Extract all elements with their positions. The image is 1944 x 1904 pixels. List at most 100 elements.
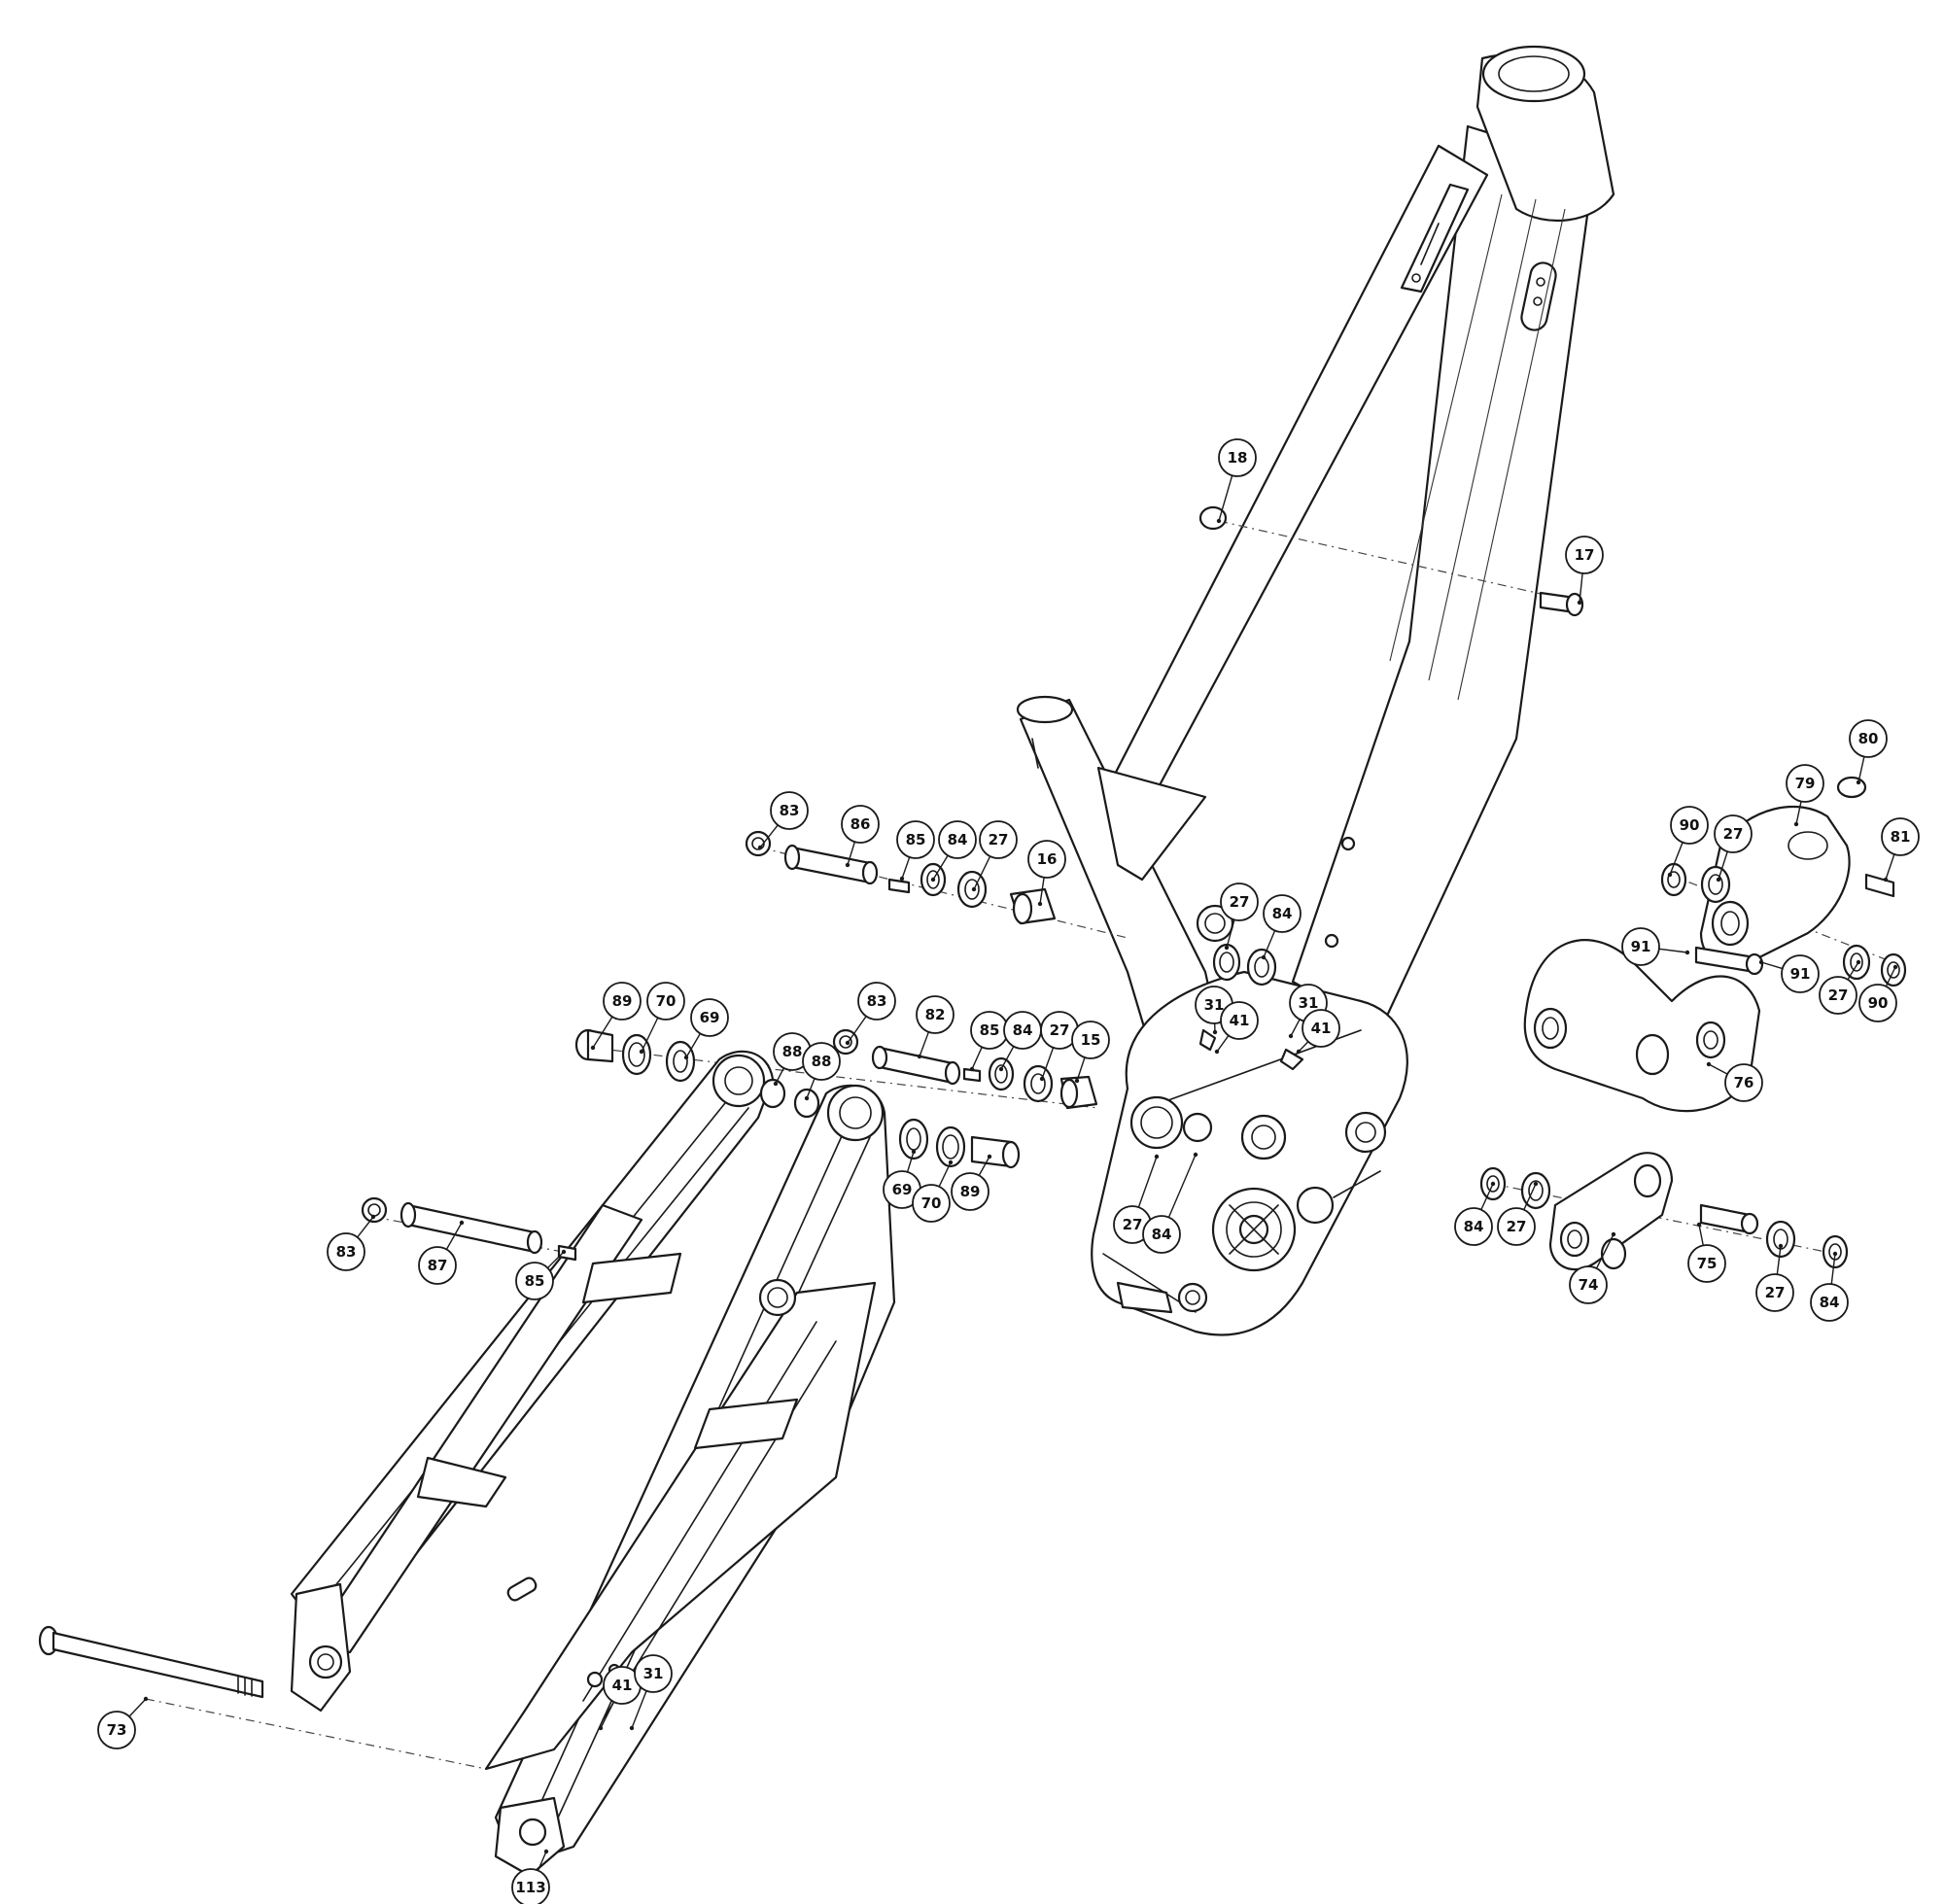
callout-leader-line — [1595, 1233, 1614, 1269]
callout-leader-line — [901, 856, 911, 880]
callout-70: 70 — [639, 982, 685, 1055]
callout-leader-line — [1885, 966, 1896, 987]
callout-number: 83 — [336, 1243, 357, 1261]
callout-leader-tip — [917, 1054, 922, 1059]
callout-leader-tip — [1216, 518, 1222, 524]
callout-leader-line — [1795, 801, 1802, 825]
callout-90: 90 — [1667, 806, 1709, 878]
callout-15: 15 — [1071, 1021, 1110, 1084]
callout-16: 16 — [1027, 840, 1066, 907]
callout-leader-tip — [629, 1725, 635, 1731]
callout-leader-line — [1776, 1245, 1782, 1275]
callout-leader-line — [775, 1067, 784, 1085]
callout-leader-tip — [757, 845, 763, 850]
callout-leader-line — [1480, 1183, 1494, 1210]
callout-leader-tip — [773, 1081, 779, 1087]
callout-circle — [1569, 1265, 1608, 1304]
callout-circle — [1881, 817, 1920, 856]
callout-84: 84 — [930, 820, 977, 883]
callout-leader-line — [1708, 1063, 1728, 1075]
callout-number: 70 — [921, 1194, 942, 1212]
callout-leader-tip — [1706, 1061, 1712, 1067]
callout-84: 84 — [1142, 1152, 1198, 1254]
callout-leader-line — [1857, 756, 1865, 783]
callout-circle — [1454, 1207, 1493, 1246]
callout-leader-tip — [1716, 877, 1721, 883]
callout-number: 70 — [656, 992, 677, 1010]
callout-number: 18 — [1228, 449, 1248, 467]
callout-number: 27 — [1050, 1021, 1070, 1039]
callout-circle — [1714, 814, 1753, 853]
callout-leader-tip — [1684, 950, 1690, 955]
callout-leader-line — [445, 1222, 463, 1250]
callout-leader-tip — [543, 1849, 549, 1854]
callout-leader-line — [1830, 1253, 1836, 1285]
callout-number: 69 — [700, 1009, 720, 1026]
callout-89: 89 — [590, 982, 642, 1051]
callout-41: 41 — [1296, 1009, 1340, 1055]
callout-leader-line — [600, 1701, 615, 1729]
callout-leader-line — [128, 1698, 147, 1717]
callout-91: 91 — [1621, 927, 1690, 966]
callout-leader-line — [978, 1156, 990, 1176]
callout-number: 85 — [525, 1272, 545, 1290]
callout-leader-line — [685, 1033, 702, 1058]
callout-27: 27 — [1039, 1011, 1079, 1082]
callout-75: 75 — [1687, 1222, 1726, 1283]
callout-85: 85 — [515, 1249, 567, 1300]
callout-leader-tip — [804, 1095, 810, 1101]
callout-number: 113 — [515, 1879, 545, 1896]
callout-leader-tip — [845, 1040, 850, 1046]
callout-89: 89 — [951, 1154, 992, 1211]
callout-41: 41 — [598, 1666, 642, 1731]
callout-number: 84 — [1464, 1218, 1484, 1235]
callout-leader-line — [932, 854, 949, 881]
callout-circle — [1263, 894, 1302, 933]
callout-number: 69 — [892, 1181, 913, 1198]
callout-leader-line — [1000, 1046, 1015, 1070]
callout-number: 88 — [782, 1043, 803, 1060]
callout-number: 86 — [850, 815, 871, 833]
callout-circle — [1786, 764, 1824, 803]
callout-leader-tip — [1533, 1181, 1539, 1187]
callout-circle — [951, 1172, 989, 1211]
callout-circle — [515, 1262, 554, 1300]
callout-leader-tip — [1667, 872, 1673, 878]
callout-number: 84 — [1152, 1226, 1172, 1243]
callout-leader-tip — [971, 886, 977, 892]
callout-leader-line — [919, 1031, 930, 1057]
callout-69: 69 — [883, 1149, 921, 1209]
callout-number: 90 — [1680, 816, 1700, 834]
callout-leader-tip — [1883, 877, 1889, 883]
callout-circle — [1670, 806, 1709, 845]
callout-number: 89 — [612, 992, 633, 1010]
callout-88: 88 — [802, 1042, 841, 1101]
callout-leader-tip — [1037, 901, 1043, 907]
callout-leader-line — [1218, 475, 1233, 522]
callout-circle — [1810, 1283, 1849, 1322]
callout-82: 82 — [916, 995, 955, 1059]
callout-circle — [1858, 984, 1897, 1022]
callout-leader-line — [1076, 1056, 1086, 1082]
callout-86: 86 — [841, 805, 880, 868]
callout-70: 70 — [912, 1160, 954, 1223]
callout-leader-tip — [459, 1220, 465, 1226]
callout-27: 27 — [971, 820, 1018, 892]
callout-leader-line — [1698, 1224, 1704, 1246]
main-frame — [1016, 45, 1615, 1336]
callout-leader-tip — [1892, 964, 1898, 970]
callout-circle — [1621, 927, 1660, 966]
callout-number: 84 — [1272, 905, 1293, 922]
callout-number: 83 — [867, 992, 887, 1010]
callout-number: 75 — [1697, 1255, 1718, 1272]
callout-circle — [646, 982, 685, 1021]
callout-leader-line — [806, 1078, 816, 1099]
callout-leader-tip — [1288, 1033, 1294, 1039]
callout-leader-tip — [598, 1725, 604, 1731]
callout-leader-tip — [1611, 1231, 1616, 1237]
callout-leader-line — [759, 824, 779, 848]
callout-90: 90 — [1858, 964, 1898, 1022]
callout-27: 27 — [1714, 814, 1753, 883]
callout-leader-tip — [1856, 779, 1861, 785]
